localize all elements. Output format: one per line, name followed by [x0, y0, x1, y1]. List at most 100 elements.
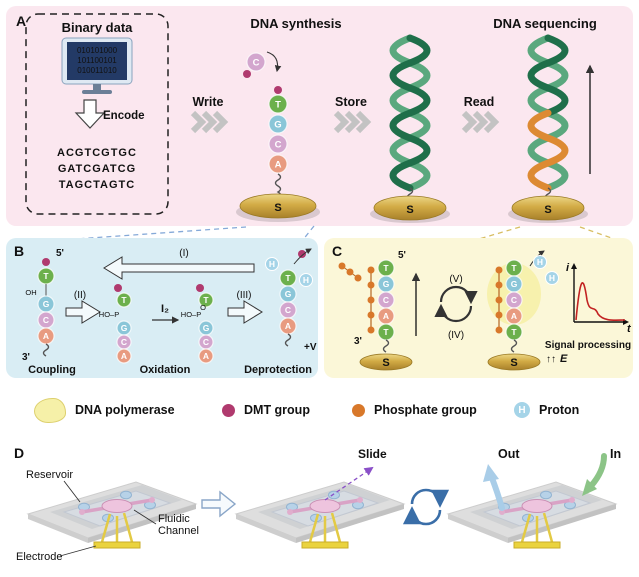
store-chevrons-icon	[333, 110, 372, 134]
in-flow-arrow	[582, 453, 607, 496]
out-label: Out	[498, 447, 520, 461]
coupling-chain: 5' T OH G C A 3' Coupling	[22, 248, 76, 376]
svg-text:G: G	[43, 299, 50, 309]
slide-arrow	[324, 466, 374, 501]
stack-base-a: A	[275, 160, 282, 171]
in-label: In	[610, 447, 621, 461]
slide-label: Slide	[358, 447, 387, 461]
coupling-label: Coupling	[28, 364, 76, 376]
phosphate-group-icon	[352, 403, 365, 417]
deprotection-label: Deprotection	[244, 364, 312, 376]
svg-text:C: C	[43, 315, 49, 325]
binary-data-box: Binary data 010101000 101100101 01001101…	[25, 13, 169, 215]
legend-phosphate-label: Phosphate group	[374, 403, 477, 417]
incoming-base-c: C	[253, 58, 260, 69]
gold-substrate-disk	[239, 193, 317, 219]
template-strand: 5' T G C A T 3' S	[354, 250, 421, 371]
svg-text:C: C	[121, 337, 127, 347]
released-proton-2: H	[549, 273, 555, 283]
legend-dmt-group: DMT group	[222, 396, 310, 424]
svg-text:T: T	[121, 295, 127, 305]
svg-text:T: T	[383, 263, 389, 273]
fluidic-channel-pointer	[133, 509, 157, 525]
proton-h-2: H	[303, 275, 309, 285]
stack-base-g: G	[274, 120, 281, 131]
step-ii-label: (II)	[74, 290, 86, 301]
svg-text:S: S	[382, 357, 389, 369]
stored-dna-helix	[389, 34, 431, 192]
dna-sequencing-title: DNA sequencing	[493, 16, 597, 31]
store-substrate-s: S	[406, 204, 413, 216]
chip-3	[446, 480, 618, 550]
synthesis-strand: C T G C A S	[236, 51, 320, 222]
svg-text:C: C	[511, 295, 517, 305]
c-five-prime: 5'	[398, 250, 406, 261]
read-dna-helix	[527, 34, 569, 192]
axis-time-t: t	[627, 323, 632, 335]
dna-synthesis-title: DNA synthesis	[250, 16, 341, 31]
dna-line-2: GATCGATCG	[58, 163, 136, 175]
write-label: Write	[192, 95, 223, 109]
recycle-arrows-icon	[402, 488, 450, 526]
out-flow-arrow	[483, 464, 505, 511]
read-step: Read	[461, 95, 500, 134]
svg-text:A: A	[511, 311, 517, 321]
write-step: Write	[190, 95, 229, 134]
step-i-arrow	[103, 256, 255, 280]
c-three-prime: 3'	[354, 336, 362, 347]
dmt-release-arrow	[293, 248, 312, 265]
step-iii-label: (III)	[237, 290, 252, 301]
stack-base-t: T	[275, 100, 281, 111]
panel-c-label: C	[332, 243, 342, 259]
svg-text:T: T	[383, 327, 389, 337]
current-signal-plot: i t Signal processing	[545, 262, 632, 351]
signal-curve	[575, 282, 626, 322]
dmt-dot	[243, 70, 251, 78]
sequencing-strand: T G C A T H H S ↑↑ E	[487, 250, 568, 371]
svg-text:T: T	[43, 271, 49, 281]
step-iii-arrow	[227, 300, 263, 324]
monitor-icon: 010101000 101100101 010011010	[61, 37, 133, 94]
electrode-pointer	[59, 545, 97, 557]
fluidic-channel-label-1: Fluidic	[158, 513, 190, 525]
step-v-label: (V)	[449, 274, 462, 285]
binary-line-3: 010011010	[77, 66, 117, 75]
signal-processing-label: Signal processing	[545, 340, 631, 351]
reaction-cycle-icon: (V) (IV)	[434, 274, 478, 341]
read-chevrons-icon	[461, 110, 500, 134]
iodine-label: I₂	[161, 303, 169, 315]
deprotection-chain: H H T G C A +V Deprotection	[244, 248, 317, 376]
incoming-phosphates	[338, 262, 362, 282]
svg-text:T: T	[203, 295, 209, 305]
read-gold-disk	[511, 195, 585, 221]
svg-text:G: G	[511, 279, 518, 289]
dna-line-1: ACGTCGTGC	[57, 147, 137, 159]
step-iv-label: (IV)	[448, 330, 464, 341]
svg-text:A: A	[203, 351, 209, 361]
panel-b-synthesis-chemistry: B (I) 5' T OH G C A 3' Coupling (II)	[6, 238, 318, 378]
panel-d-microfluidic-device: D Reservoir Fluidic Channel Electrode Sl…	[14, 445, 621, 563]
five-prime-label: 5'	[56, 248, 64, 259]
store-step: Store	[333, 95, 372, 134]
panel-a-background	[6, 6, 633, 226]
legend-dmt-label: DMT group	[244, 403, 310, 417]
panel-b-background	[6, 238, 318, 378]
field-e-label: E	[560, 353, 568, 365]
panel-a-label: A	[16, 13, 26, 29]
oxidation-chain-after: T HO–P O G C A Oxidation	[140, 284, 214, 376]
dna-polymerase-icon	[34, 397, 66, 423]
legend-dna-polymerase: DNA polymerase	[34, 396, 175, 424]
legend-proton-label: Proton	[539, 403, 580, 417]
proton-h-1: H	[269, 259, 275, 269]
read-label: Read	[464, 95, 495, 109]
panel-d-label: D	[14, 445, 24, 461]
svg-text:S: S	[510, 357, 517, 369]
c-gold-disk-left	[359, 353, 413, 371]
encode-label: Encode	[103, 110, 145, 122]
fluidic-channel-label-2: Channel	[158, 525, 199, 537]
legend-polymerase-label: DNA polymerase	[75, 403, 175, 417]
binary-line-1: 010101000	[77, 46, 118, 55]
encode-arrow-icon	[74, 99, 106, 129]
step-ii-arrow	[65, 300, 101, 324]
substrate-s: S	[274, 202, 281, 214]
